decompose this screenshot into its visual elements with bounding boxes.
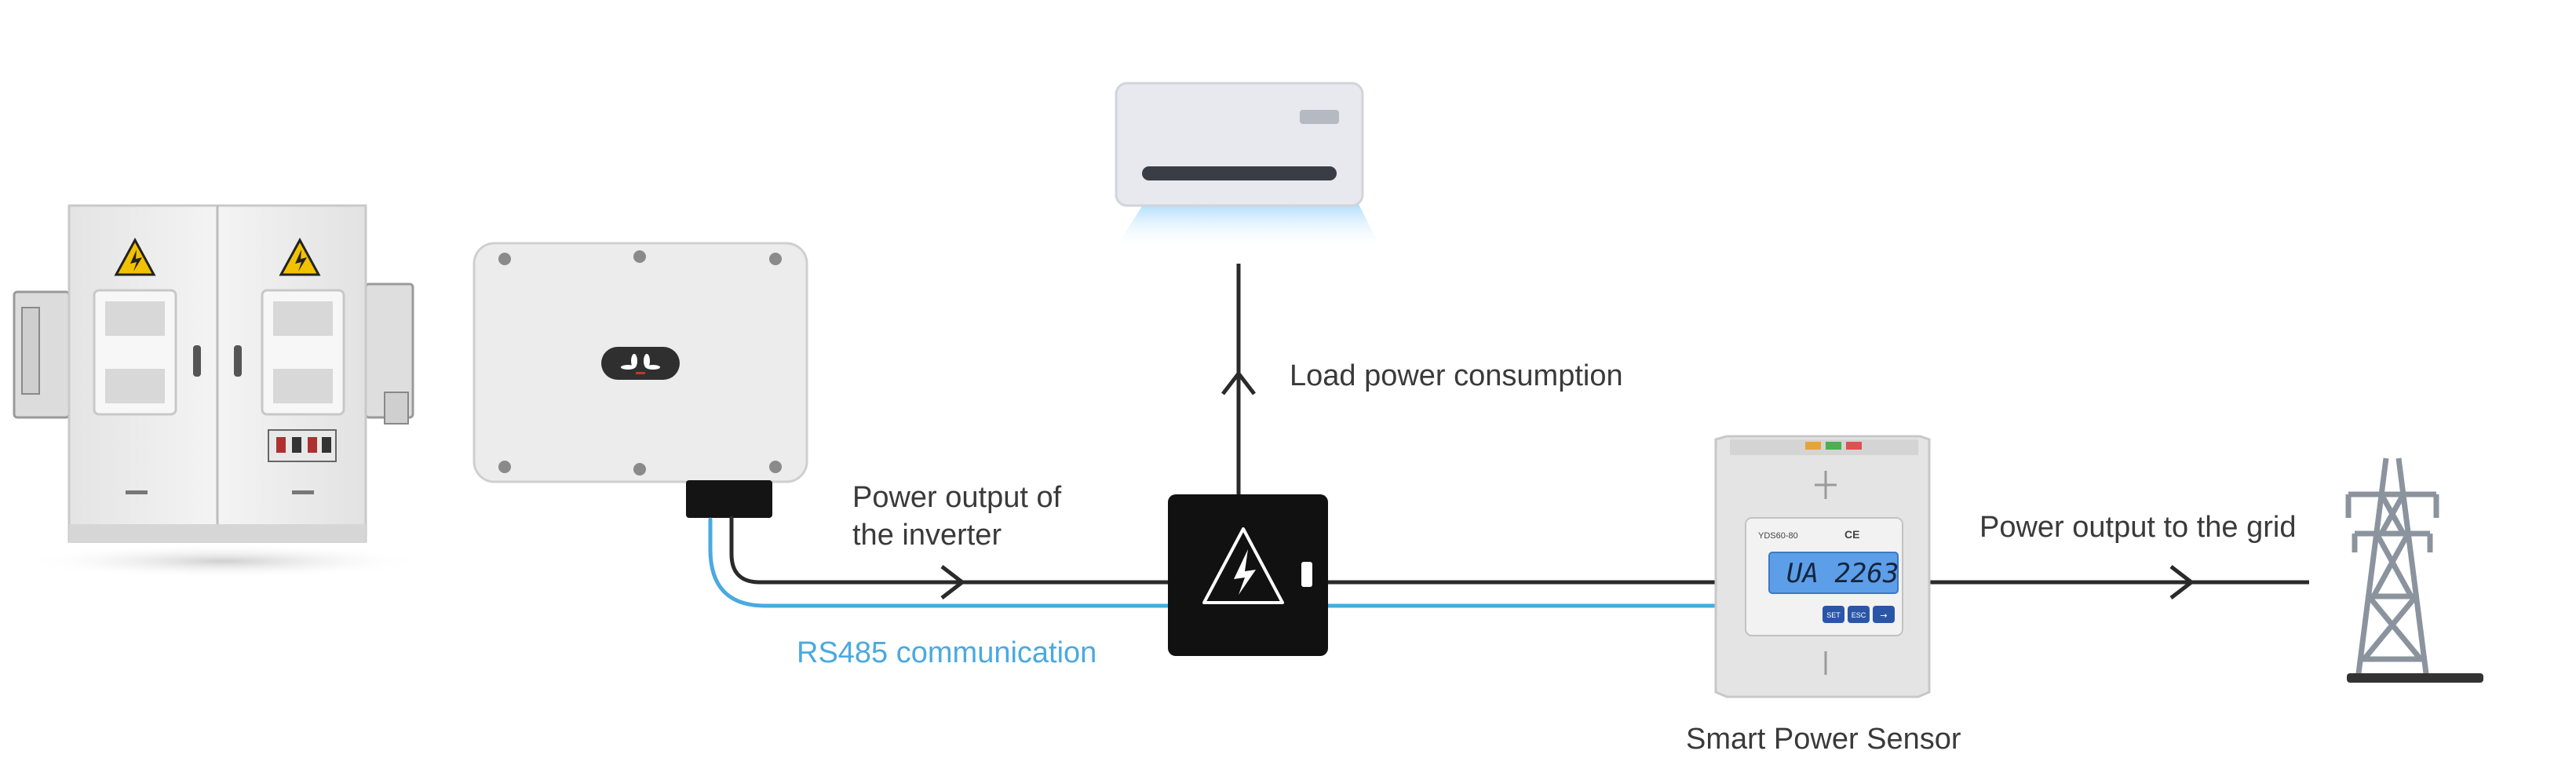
inverter-output-label-line2: the inverter [852,519,1002,552]
sensor-lcd-reading: UA 2263 [1786,558,1899,589]
sensor-model-label: YDS60-80 [1758,531,1798,541]
warning-sign-right-icon [279,237,321,276]
brand-logo-icon [621,354,660,374]
sensor-esc-button[interactable]: ESC [1852,611,1866,619]
ce-mark-icon: CE [1844,528,1859,541]
inverter-power-line [729,516,1172,585]
inverter-output-label: Power output of the inverter [852,479,1061,554]
vent-grille-left [93,289,177,416]
inverter-output-label-line1: Power output of [852,481,1062,514]
flow-arrow-up-icon [1221,371,1256,395]
smart-power-sensor-label: Smart Power Sensor [1686,723,1961,756]
sensor-next-button[interactable]: → [1880,610,1887,621]
flow-arrow-icon [940,565,965,599]
rs485-line [708,517,1729,608]
breaker [1168,494,1328,656]
tower-base [2347,673,2483,683]
battery-cabinet [13,204,428,578]
grid-output-label: Power output to the grid [1979,511,2297,544]
flow-arrow-icon [2169,565,2194,599]
rs485-label: RS485 communication [797,636,1097,669]
transmission-tower-icon [2345,457,2439,680]
vent-grille-right [261,289,345,416]
power-sensor-meter: YDS60-80 CE UA 2263 SET ESC → [1714,435,1931,698]
sensor-set-button[interactable]: SET [1826,611,1841,619]
load-consumption-label: Load power consumption [1290,359,1623,392]
connection-lines [708,264,2309,608]
inverter [473,242,808,518]
air-conditioner [1115,82,1381,250]
breaker-lightning-icon [1202,527,1284,604]
warning-sign-left-icon [114,237,156,276]
